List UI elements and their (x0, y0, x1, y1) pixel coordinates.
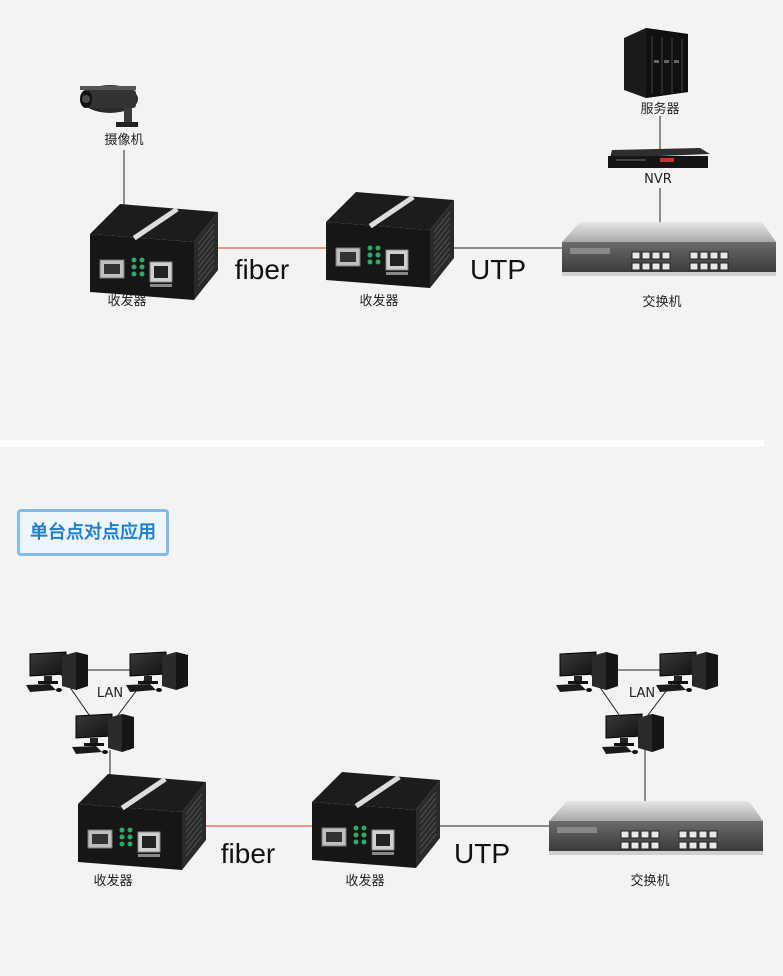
converter-right-bottom-label: 收发器 (345, 874, 385, 889)
converter-right-bottom-icon (311, 771, 441, 869)
lan-left-triangle (57, 669, 154, 736)
switch-top-label: 交换机 (642, 295, 682, 310)
section-divider (0, 440, 764, 447)
converter-left-top-icon (89, 203, 219, 301)
server-label: 服务器 (640, 102, 680, 117)
switch-bottom-label: 交换机 (630, 874, 670, 889)
switch-top-icon (562, 222, 776, 276)
converter-left-bottom-icon (77, 773, 207, 871)
server-icon (624, 28, 688, 98)
converter-left-bottom-label: 收发器 (93, 874, 133, 889)
converter-right-top-label: 收发器 (359, 294, 399, 309)
converter-left-top-label: 收发器 (107, 294, 147, 309)
pc-right-1-icon (555, 651, 619, 693)
pc-left-3-icon (71, 713, 135, 755)
fiber-label-top: fiber (234, 254, 290, 285)
lan-right-triangle (587, 669, 684, 736)
nvr-label: NVR (644, 172, 672, 187)
camera-label: 摄像机 (104, 133, 144, 148)
pc-right-2-icon (655, 651, 719, 693)
pc-right-3-icon (601, 713, 665, 755)
lan-right-label: LAN (628, 686, 656, 701)
camera-icon (80, 85, 138, 127)
fiber-label-bottom: fiber (220, 838, 276, 869)
pc-left-1-icon (25, 651, 89, 693)
section-tag: 单台点对点应用 (17, 509, 169, 556)
pc-left-2-icon (125, 651, 189, 693)
nvr-icon (608, 148, 710, 168)
utp-label-top: UTP (470, 254, 526, 285)
utp-label-bottom: UTP (454, 838, 510, 869)
lan-left-label: LAN (96, 686, 124, 701)
switch-bottom-icon (549, 801, 763, 855)
converter-right-top-icon (325, 191, 455, 289)
